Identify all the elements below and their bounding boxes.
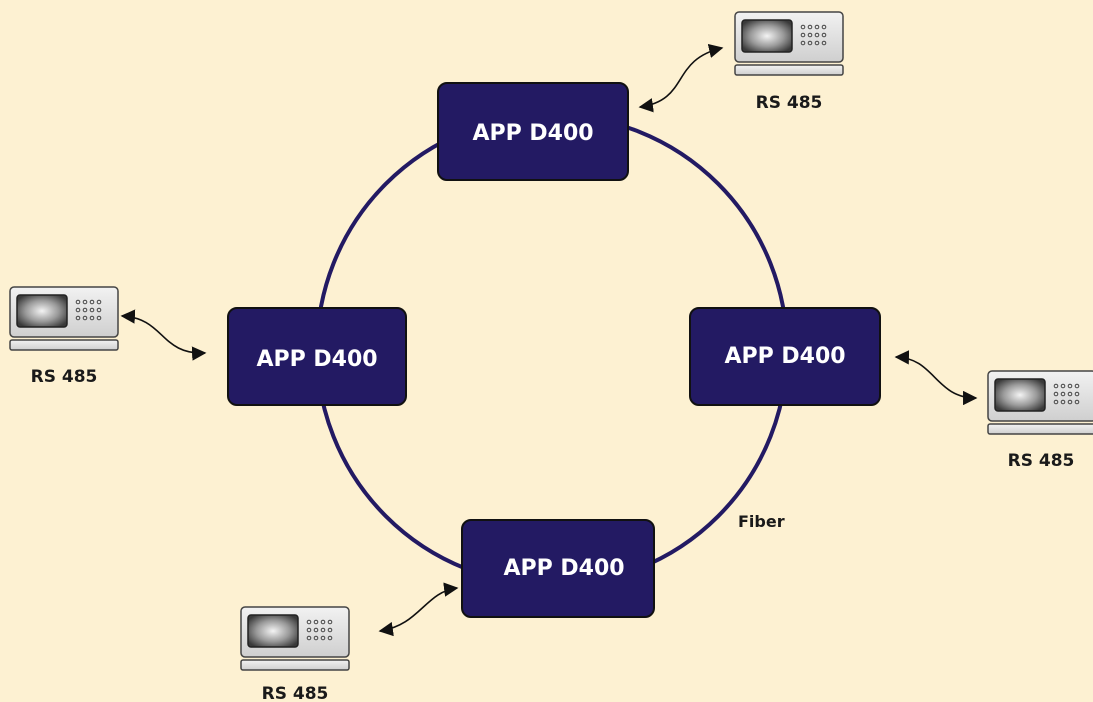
link-arrow-left <box>120 309 207 361</box>
node-top-label: APP D400 <box>472 121 593 146</box>
node-right-label: APP D400 <box>724 344 845 369</box>
node-top: APP D400 <box>437 82 629 181</box>
terminal-left: RS 485 <box>9 286 119 387</box>
terminal-right: RS 485 <box>987 370 1093 471</box>
link-arrow-right <box>894 350 978 406</box>
computer-terminal-icon <box>734 11 844 76</box>
computer-terminal-icon <box>9 286 119 351</box>
node-left: APP D400 <box>227 307 407 406</box>
node-left-label: APP D400 <box>256 347 377 372</box>
fiber-label: Fiber <box>738 512 785 531</box>
terminal-bottom-left: RS 485 <box>240 606 350 702</box>
terminal-top-right-label: RS 485 <box>756 93 823 113</box>
node-bottom-label: APP D400 <box>503 556 624 581</box>
terminal-top-right: RS 485 <box>734 11 844 113</box>
computer-terminal-icon <box>240 606 350 671</box>
link-arrow-bottom-left <box>378 582 459 637</box>
node-right: APP D400 <box>689 307 881 406</box>
link-arrow-top-right <box>638 43 724 113</box>
terminal-left-label: RS 485 <box>31 367 98 387</box>
terminal-right-label: RS 485 <box>1008 451 1075 471</box>
terminal-bottom-left-label: RS 485 <box>262 684 329 702</box>
node-bottom: APP D400 <box>461 519 655 618</box>
computer-terminal-icon <box>987 370 1093 435</box>
